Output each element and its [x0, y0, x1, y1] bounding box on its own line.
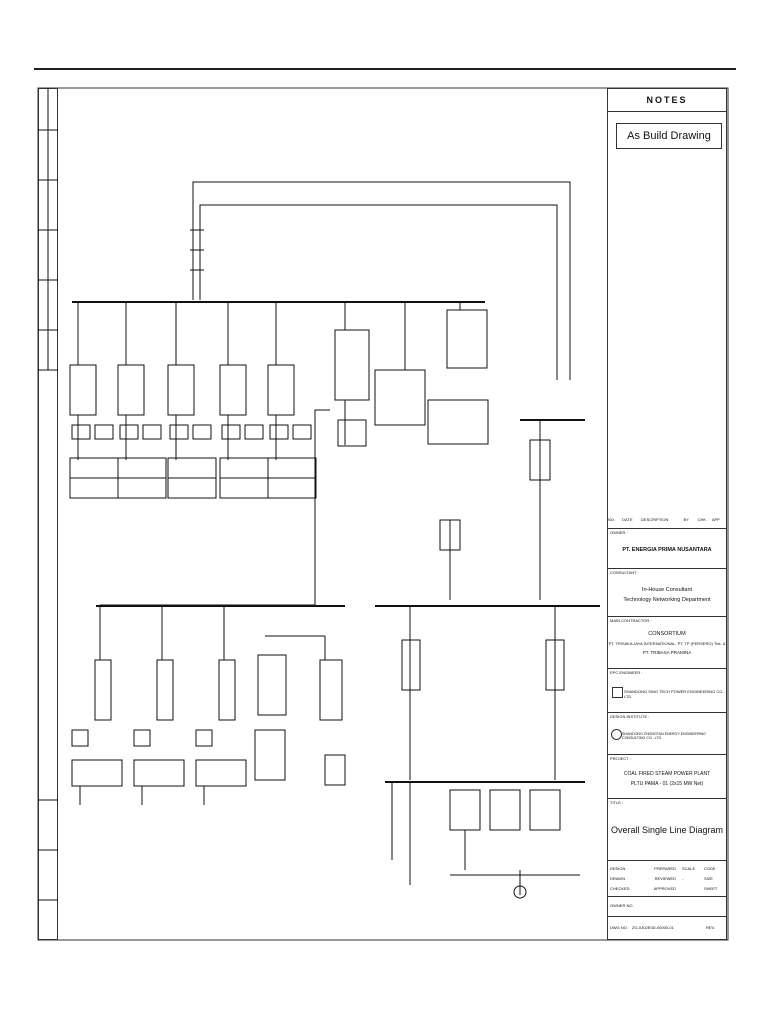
owner-no-cell: OWNER NO. [608, 897, 726, 917]
rev-col-app: APP [711, 517, 720, 522]
drawing-title: Overall Single Line Diagram [610, 825, 724, 835]
title-cell: TITLE : Overall Single Line Diagram [608, 799, 726, 861]
dwg-no-cell: DWG NO. ZG-0302E0D-00000-01 REV. [610, 925, 715, 930]
design-logo-icon [611, 729, 622, 740]
rev-col-no: NO. [608, 517, 616, 522]
title-block: NOTES As Build Drawing NO. DATE DESCRIPT… [607, 88, 727, 940]
main-contractor-cell: MAIN CONTRACTOR : CONSORTIUM PT. TRISAKA… [608, 617, 726, 669]
rev-col-date: DATE [622, 517, 633, 522]
as-build-stamp: As Build Drawing [616, 123, 722, 149]
rev-col-chk: CHK [697, 517, 707, 522]
project-cell: PROJECT : COAL FIRED STEAM POWER PLANT P… [608, 755, 726, 799]
owner-cell: OWNER : PT. ENERGIA PRIMA NUSANTARA [608, 529, 726, 569]
owner-name: PT. ENERGIA PRIMA NUSANTARA [622, 547, 712, 553]
dwg-number: ZG-0302E0D-00000-01 [632, 925, 674, 930]
rev-col-description: DESCRIPTION [641, 517, 669, 522]
epc-logo-icon [612, 687, 623, 698]
drawing-sheet [34, 68, 736, 956]
consultant-cell: CONSULTANT : In-House Consultant Technol… [608, 569, 726, 617]
revision-table: NO. DATE DESCRIPTION BY CHK APP [608, 439, 726, 529]
design-institute-cell: DESIGN INSTITUTE : SHANDONG ZHONGTAN ENE… [608, 713, 726, 755]
epc-engineer-cell: EPC ENGINEER : SHANDONG SINO TECH POWER … [608, 669, 726, 713]
rev-col-by: BY [683, 517, 689, 522]
notes-title: NOTES [608, 89, 726, 112]
